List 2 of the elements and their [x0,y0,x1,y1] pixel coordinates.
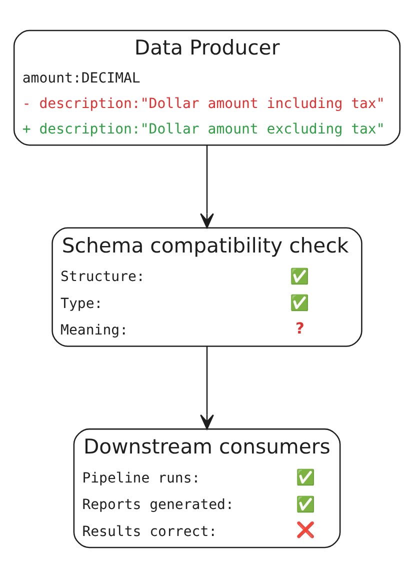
arrow [200,145,214,228]
arrow [200,346,214,430]
